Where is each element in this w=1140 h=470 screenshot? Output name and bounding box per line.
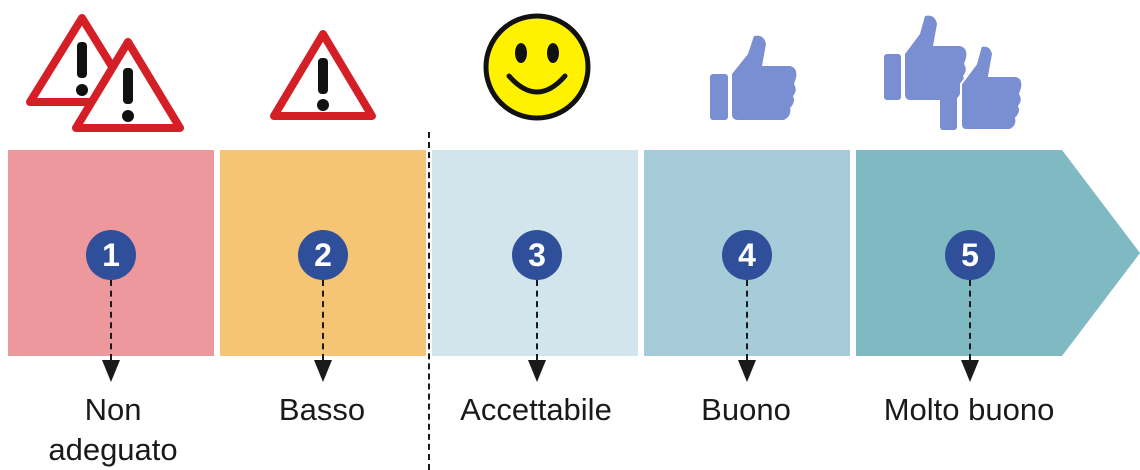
arrow-3 xyxy=(536,280,538,360)
level-label-4: Buono xyxy=(701,392,791,427)
level-badge-1: 1 xyxy=(86,230,136,280)
smiley-icon xyxy=(483,13,591,121)
arrowhead-3 xyxy=(528,360,546,382)
level-label-3: Accettabile xyxy=(460,392,612,427)
arrowhead-1 xyxy=(102,360,120,382)
level-badge-4: 4 xyxy=(722,230,772,280)
threshold-divider xyxy=(428,132,430,470)
double-thumbs-up-icon xyxy=(884,15,1024,131)
level-label-1: Non adeguato xyxy=(48,392,178,467)
warning-icon xyxy=(270,30,376,120)
arrow-2 xyxy=(322,280,324,360)
level-badge-2: 2 xyxy=(298,230,348,280)
arrowhead-5 xyxy=(961,360,979,382)
level-badge-3: 3 xyxy=(512,230,562,280)
double-warning-icon xyxy=(26,14,184,132)
arrow-1 xyxy=(110,280,112,360)
arrow-5 xyxy=(969,280,971,360)
level-badge-5: 5 xyxy=(945,230,995,280)
arrow-4 xyxy=(746,280,748,360)
thumbs-up-icon xyxy=(710,35,797,120)
segment-molto-buono xyxy=(856,150,1140,356)
level-label-5: Molto buono xyxy=(883,392,1055,427)
level-label-2: Basso xyxy=(278,392,366,427)
arrowhead-4 xyxy=(738,360,756,382)
arrowhead-2 xyxy=(314,360,332,382)
